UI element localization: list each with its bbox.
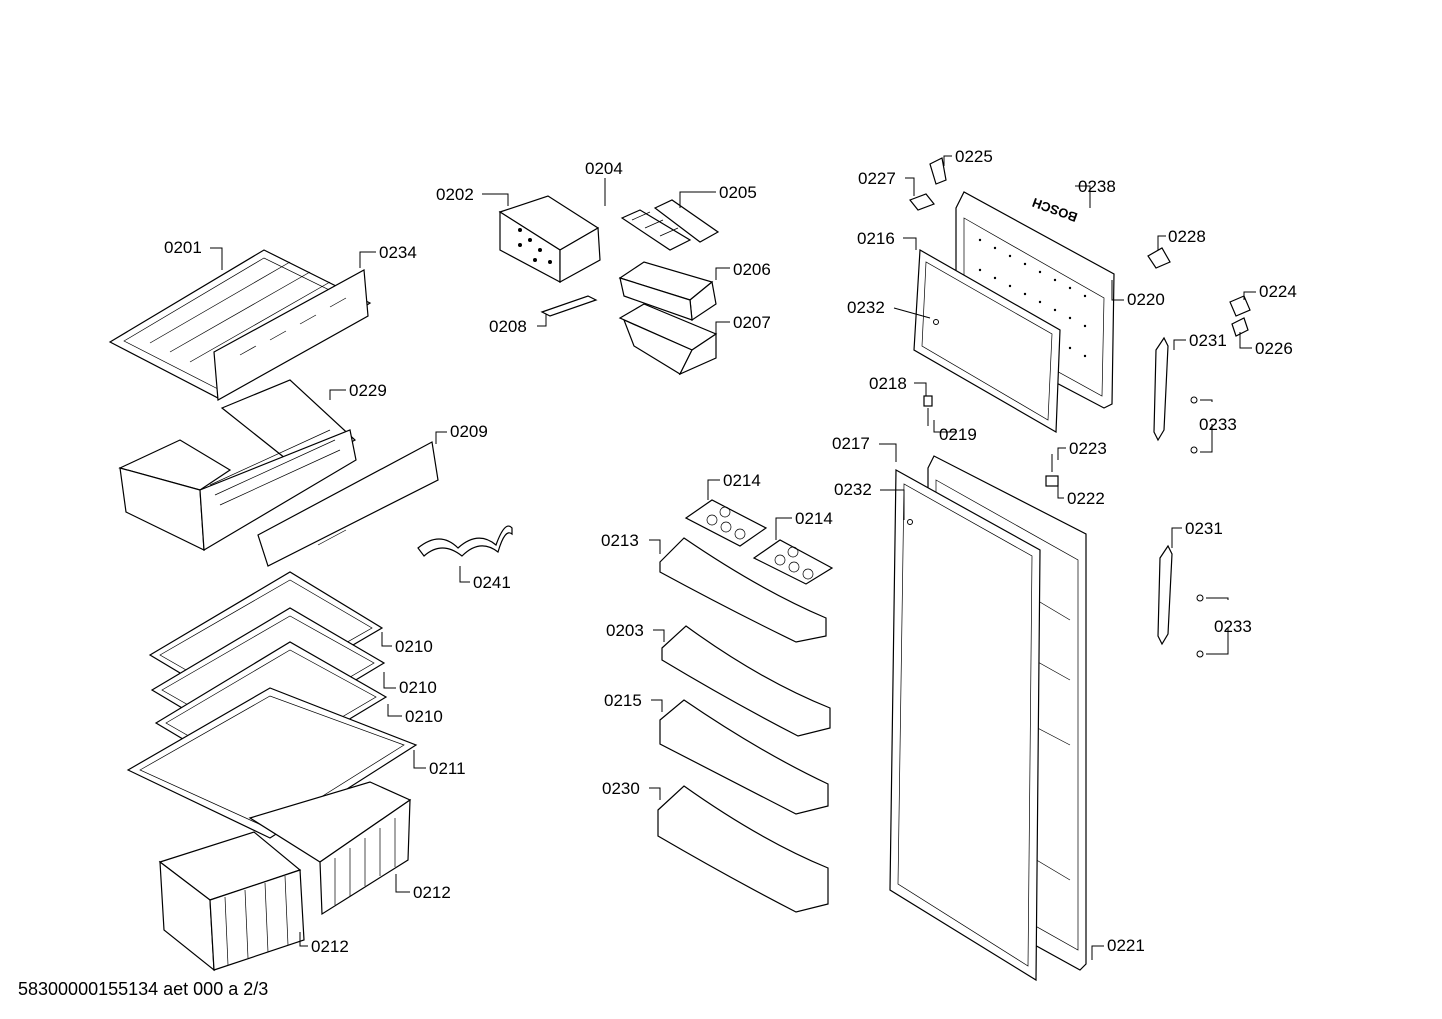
callout-label: 0219 xyxy=(939,425,977,444)
part-0212-basket-top xyxy=(248,781,412,916)
callout-label: 0233 xyxy=(1199,415,1237,434)
callout-label: 0220 xyxy=(1127,290,1165,309)
callout-label: 0234 xyxy=(379,243,417,262)
part-0232-gasket-clips xyxy=(907,319,939,525)
part-0202-lamp-housing xyxy=(498,195,601,284)
part-0222-block xyxy=(1045,475,1059,487)
document-id: 58300000155134 aet 000 a 2/3 xyxy=(18,979,269,999)
callout-label: 0218 xyxy=(869,374,907,393)
callout-label: 0211 xyxy=(429,759,466,778)
callout-label: 0223 xyxy=(1069,439,1107,458)
callout-label: 0207 xyxy=(733,313,771,332)
leader-lines xyxy=(210,155,1256,960)
part-0208-strip xyxy=(540,295,598,317)
part-0233-clips xyxy=(1190,396,1204,658)
part-0229-drawer xyxy=(118,379,357,552)
callout-label: 0201 xyxy=(164,238,202,257)
part-0216-freezer-gasket xyxy=(913,248,1061,434)
callout-label: 0228 xyxy=(1168,227,1206,246)
callout-label: 0241 xyxy=(473,573,511,592)
part-0213-door-bin xyxy=(659,537,827,643)
part-0234-cover-plate xyxy=(213,269,369,401)
part-0227-cover-cap xyxy=(909,193,935,211)
callout-label: 0206 xyxy=(733,260,771,279)
callout-label: 0215 xyxy=(604,691,642,710)
callout-label: 0217 xyxy=(832,434,870,453)
part-0217-fridge-gasket xyxy=(889,468,1041,982)
callout-label: 0214 xyxy=(723,471,761,490)
part-0206-ice-box xyxy=(618,261,717,322)
callout-label: 0224 xyxy=(1259,282,1297,301)
part-0231-handle-upper xyxy=(1153,336,1169,442)
callout-label: 0203 xyxy=(606,621,644,640)
part-0224-cap xyxy=(1229,295,1251,317)
callout-label: 0222 xyxy=(1067,489,1105,508)
callout-label: 0225 xyxy=(955,147,993,166)
callout-label: 0231 xyxy=(1185,519,1223,538)
part-0228-hinge-part xyxy=(1147,247,1171,269)
callout-label: 0226 xyxy=(1255,339,1293,358)
part-0230-door-bin xyxy=(657,785,829,913)
part-0214-egg-tray-1 xyxy=(684,499,768,547)
callout-label: 0204 xyxy=(585,159,623,178)
callout-label: 0208 xyxy=(489,317,527,336)
callout-label: 0210 xyxy=(395,637,433,656)
callout-label: 0229 xyxy=(349,381,387,400)
part-0214-egg-tray-2 xyxy=(752,539,834,585)
part-0209-front-strip xyxy=(257,441,439,567)
callout-label: 0205 xyxy=(719,183,757,202)
callout-label: 0230 xyxy=(602,779,640,798)
part-0225-hinge-part xyxy=(929,157,947,185)
part-0205-ice-tray xyxy=(620,199,720,251)
callout-label: 0232 xyxy=(847,298,885,317)
callout-label: 0227 xyxy=(858,169,896,188)
callout-label: 0238 xyxy=(1078,177,1116,196)
brand-logo-text: BOSCH xyxy=(1030,195,1079,225)
part-0226-cap xyxy=(1231,317,1249,337)
part-labels: 0201 0234 0202 0204 0205 0206 0207 0208 … xyxy=(164,147,1297,956)
part-0231-handle-lower xyxy=(1157,544,1173,646)
callout-label: 0210 xyxy=(405,707,443,726)
callout-label: 0221 xyxy=(1107,936,1145,955)
part-0211-shelf xyxy=(126,687,418,839)
callout-label: 0209 xyxy=(450,422,488,441)
callout-label: 0233 xyxy=(1214,617,1252,636)
callout-label: 0212 xyxy=(413,883,451,902)
part-0203-door-bin xyxy=(661,625,831,737)
part-0215-door-bin xyxy=(659,699,829,815)
part-0201-tray xyxy=(108,249,372,399)
callout-label: 0232 xyxy=(834,480,872,499)
part-0207-ice-bucket xyxy=(618,303,718,376)
part-0241-bottle-rack xyxy=(417,525,513,557)
callout-label: 0212 xyxy=(311,937,349,956)
callout-label: 0214 xyxy=(795,509,833,528)
callout-label: 0216 xyxy=(857,229,895,248)
callout-label: 0210 xyxy=(399,678,437,697)
part-0212-basket-bottom xyxy=(158,831,305,972)
callout-label: 0213 xyxy=(601,531,639,550)
part-0218-pin xyxy=(923,395,933,407)
callout-label: 0231 xyxy=(1189,331,1227,350)
callout-label: 0202 xyxy=(436,185,474,204)
